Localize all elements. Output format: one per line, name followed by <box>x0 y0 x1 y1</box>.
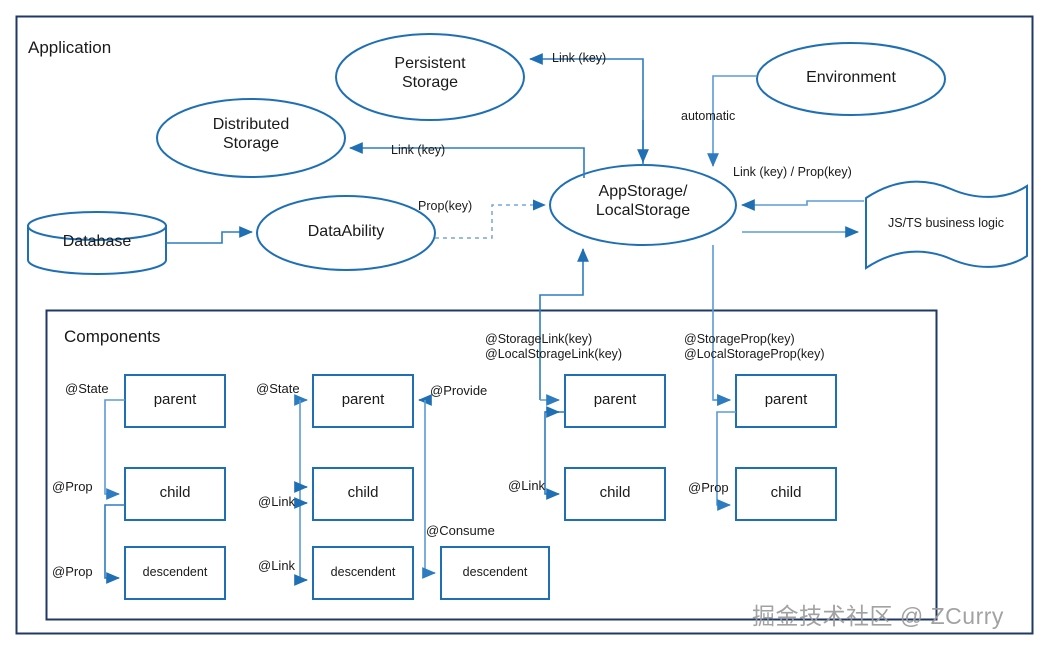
component-box-c2-parent[interactable] <box>312 374 414 428</box>
persistent-storage-node[interactable] <box>335 33 525 121</box>
component-box-c4-child[interactable] <box>735 467 837 521</box>
edge-label-dataability-prop: Prop(key) <box>418 199 473 213</box>
distributed-storage-node[interactable] <box>156 98 346 178</box>
component-box-c2-descendent-consume[interactable] <box>440 546 550 600</box>
component-box-c1-descendent[interactable] <box>124 546 226 600</box>
edge-label-distributed-link: Link (key) <box>391 143 446 157</box>
decorator-label-c1-prop-child: @Prop <box>52 479 93 494</box>
decorator-label-c3-link: @Link <box>508 478 546 493</box>
edge-c4-prop-parent-to-child <box>716 411 736 511</box>
decorator-label-c1-state: @State <box>65 381 109 396</box>
decorator-label-c1-prop-descendent: @Prop <box>52 564 93 579</box>
environment-node[interactable] <box>756 42 946 116</box>
component-box-c2-descendent[interactable] <box>312 546 414 600</box>
appstorage-localstorage-node[interactable] <box>549 164 737 246</box>
component-box-c1-parent[interactable] <box>124 374 226 428</box>
js-ts-business-logic-node[interactable] <box>865 180 1028 270</box>
component-box-c4-parent[interactable] <box>735 374 837 428</box>
watermark-text: 掘金技术社区 @ ZCurry <box>752 603 1004 629</box>
decorator-label-c2-consume: @Consume <box>426 523 495 538</box>
dataability-node[interactable] <box>256 195 436 271</box>
edge-database-to-dataability <box>166 226 253 244</box>
edge-label-environment-automatic: automatic <box>681 109 736 123</box>
decorator-label-c4-prop: @Prop <box>688 480 729 495</box>
database-node[interactable] <box>27 211 167 275</box>
edge-dataability-to-appstorage-dashed <box>435 199 546 239</box>
components-title: Components <box>64 327 161 346</box>
edge-environment-to-appstorage <box>707 75 757 167</box>
decorator-label-c2-link-descendent: @Link <box>258 558 296 573</box>
decorator-label-c2-provide: @Provide <box>430 383 488 398</box>
edge-jsts-to-appstorage <box>741 199 864 211</box>
edge-label-storage-link-keys: @StorageLink(key) @LocalStorageLink(key) <box>485 332 623 361</box>
application-title: Application <box>28 38 112 57</box>
component-box-c3-parent[interactable] <box>564 374 666 428</box>
edge-c2-provide-consume-trunk <box>422 400 436 579</box>
edge-label-persistent-link: Link (key) <box>552 51 607 65</box>
component-box-c1-child[interactable] <box>124 467 226 521</box>
edge-c1-state-parent-to-child <box>104 399 125 500</box>
edge-appstorage-to-distributed-storage <box>349 142 585 178</box>
edge-storagelink-to-appstorage <box>539 248 589 400</box>
edge-c1-child-to-descendent <box>104 504 125 584</box>
edge-label-jsts-link-prop: Link (key) / Prop(key) <box>733 165 852 179</box>
component-box-c2-child[interactable] <box>312 467 414 521</box>
decorator-label-c2-state: @State <box>256 381 300 396</box>
decorator-label-c2-link-child: @Link <box>258 494 296 509</box>
edge-label-storage-prop-keys: @StorageProp(key) @LocalStorageProp(key) <box>684 332 825 361</box>
component-box-c3-child[interactable] <box>564 467 666 521</box>
